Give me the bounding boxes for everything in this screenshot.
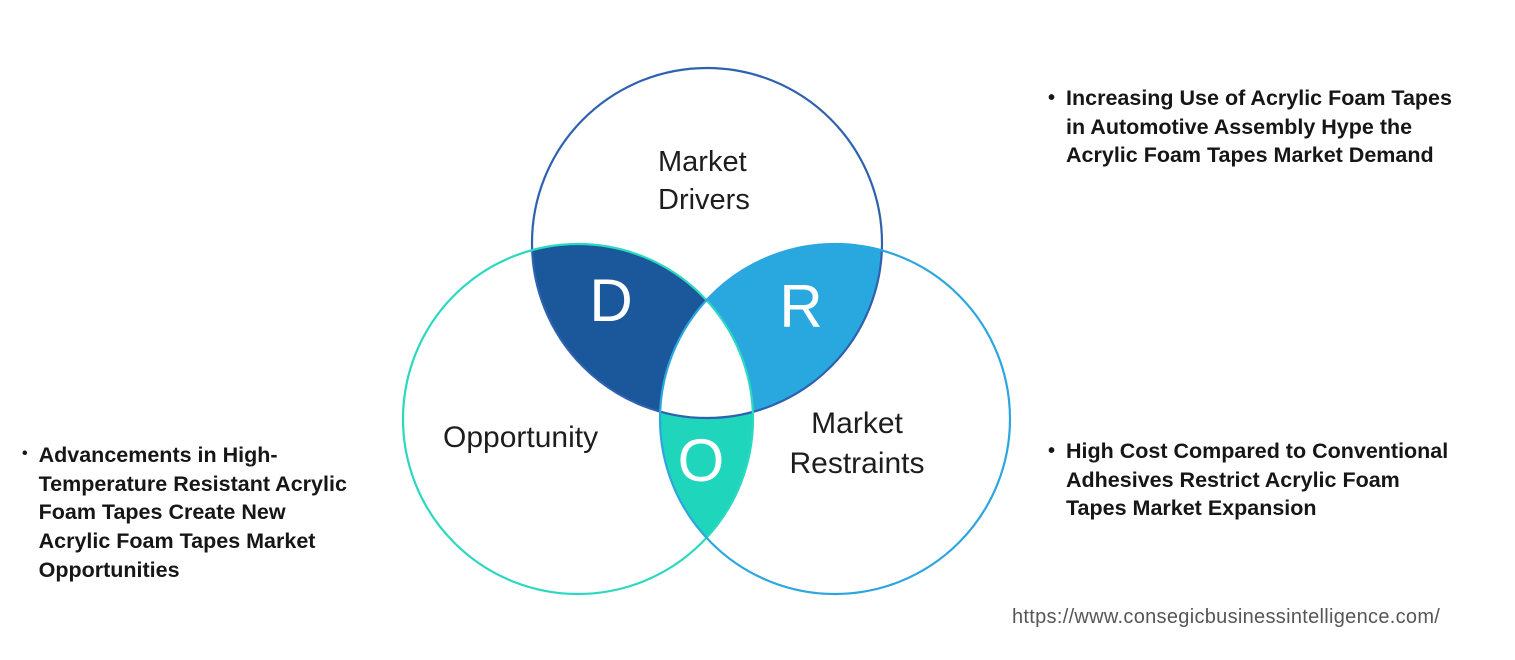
bullet-dot-icon: • <box>22 445 28 462</box>
opportunity-bullet-text: Advancements in High- Temperature Resist… <box>38 443 347 582</box>
opportunity-bullet: • Advancements in High- Temperature Resi… <box>22 441 394 585</box>
bullet-dot-icon: • <box>1048 440 1056 462</box>
restraint-bullet: • High Cost Compared to Conventional Adh… <box>1048 437 1500 523</box>
driver-bullet: • Increasing Use of Acrylic Foam Tapes i… <box>1048 84 1500 170</box>
opportunity-circle-outline <box>401 242 755 596</box>
market-restraints-label: Market Restraints <box>789 407 925 480</box>
bullet-dot-icon: • <box>1048 87 1056 109</box>
drivers-opportunity-lens <box>532 244 753 418</box>
driver-bullet-text: Increasing Use of Acrylic Foam Tapes in … <box>1066 86 1452 168</box>
source-url[interactable]: https://www.consegicbusinessintelligence… <box>1012 606 1441 628</box>
market-drivers-label: Market Drivers <box>658 146 750 216</box>
restraint-bullet-text: High Cost Compared to Conventional Adhes… <box>1066 439 1449 521</box>
drivers-restraints-lens <box>660 244 882 418</box>
lens-letter-o: O <box>677 427 725 494</box>
drivers-circle-outline <box>530 66 884 420</box>
lens-letter-d: D <box>589 267 633 334</box>
opportunity-label: Opportunity <box>443 421 599 454</box>
restraints-circle-outline <box>658 242 1012 596</box>
lens-letter-r: R <box>779 273 823 340</box>
